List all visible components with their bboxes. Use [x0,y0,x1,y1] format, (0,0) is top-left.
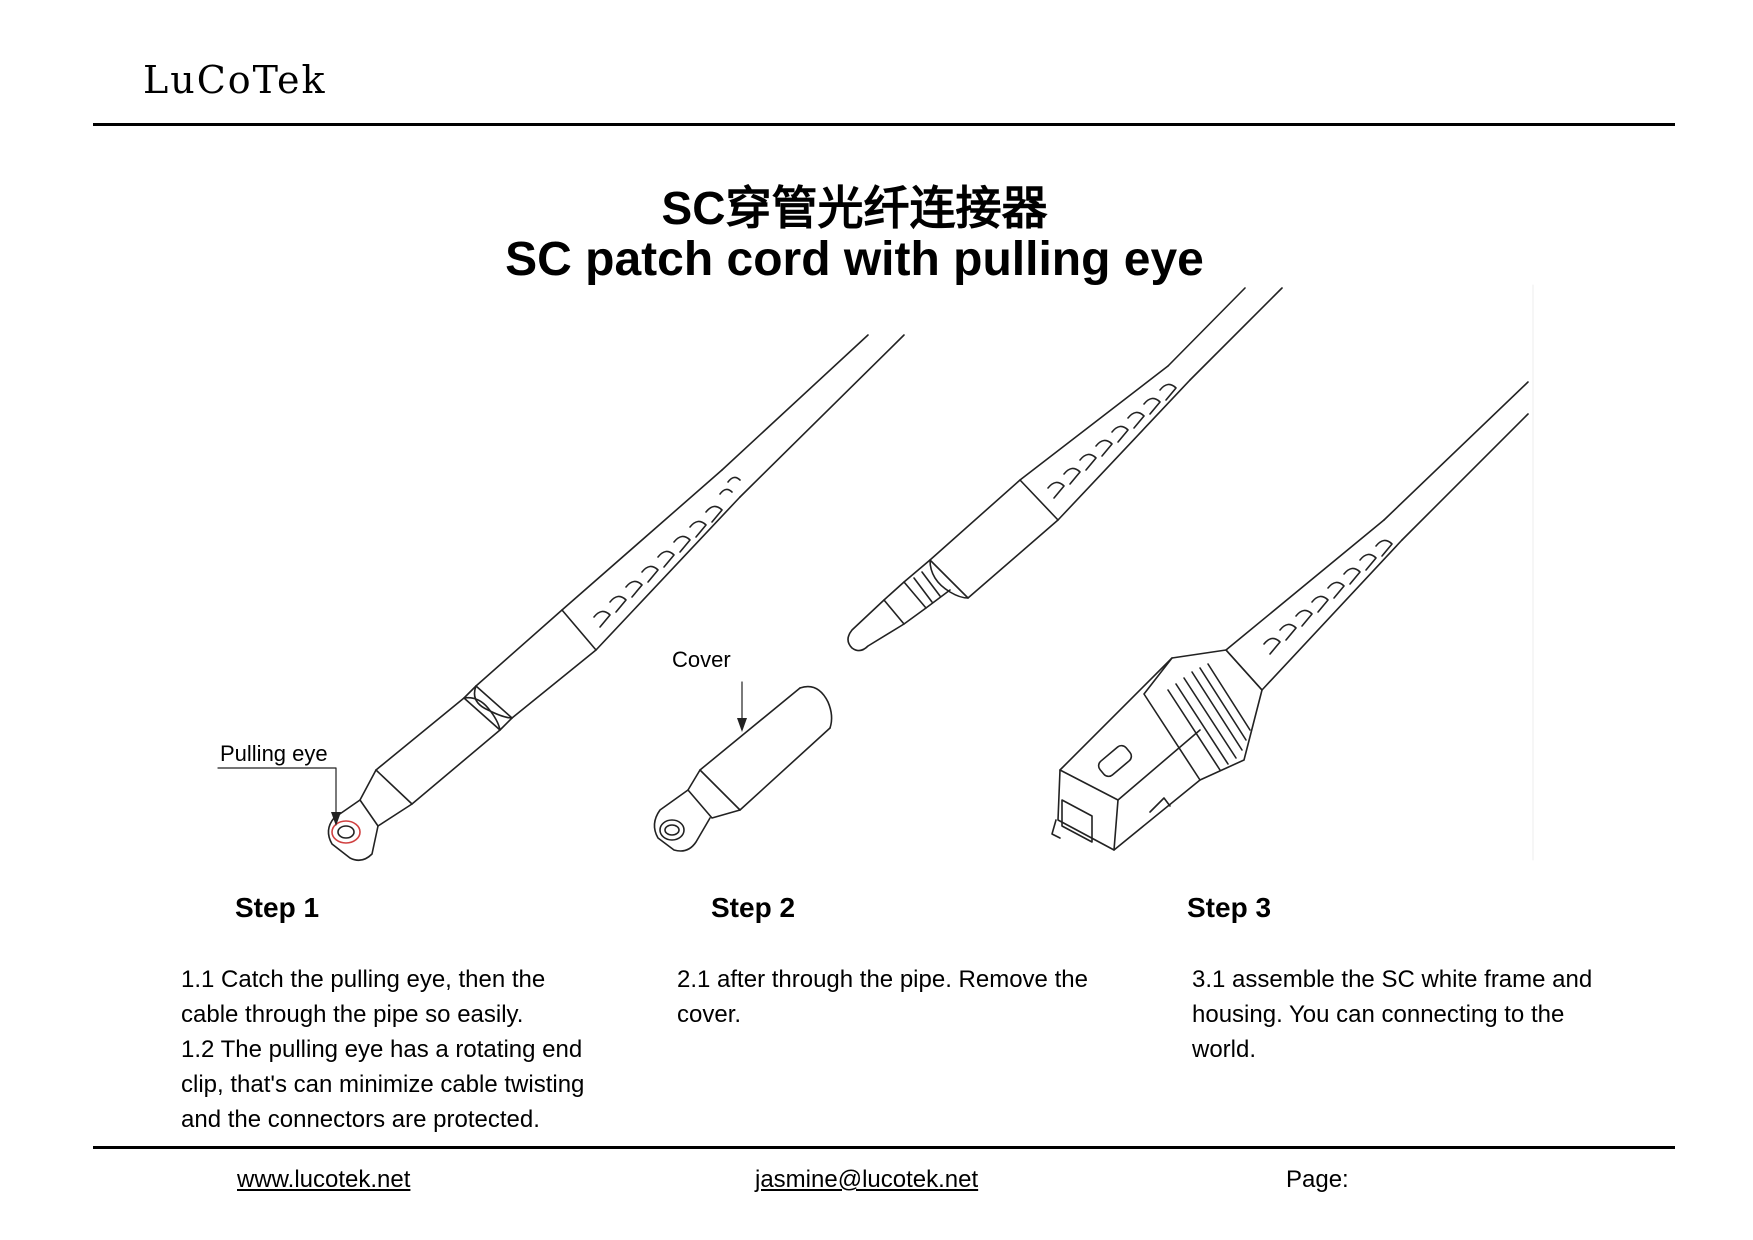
step1-description: 1.1 Catch the pulling eye, then the cabl… [181,962,651,1137]
step3-title: Step 3 [1187,892,1272,923]
step1-line: 1.2 The pulling eye has a rotating end [181,1036,583,1063]
step3-description: 3.1 assemble the SC white frame and hous… [1192,962,1662,1067]
step2-connector-illustration [847,287,1283,652]
footer-divider [93,1146,1675,1149]
step1-title: Step 1 [235,892,320,923]
logo-text: LuCoTek [143,58,327,102]
step3-boot-ribs [1263,539,1393,655]
pulling-eye-callout: Pulling eye [220,741,328,766]
step2-line: cover. [677,1001,742,1028]
step1-line: 1.1 Catch the pulling eye, then the [181,966,546,993]
pulling-eye-leader [217,767,337,823]
step2-title: Step 2 [711,892,796,923]
company-logo: LuCoTek [143,58,327,102]
step3-line: 3.1 assemble the SC white frame and [1192,966,1593,993]
step1-boot-ribs [593,476,741,628]
email-link[interactable]: jasmine@lucotek.net [755,1166,979,1193]
page-label: Page: [1286,1166,1349,1193]
step3-illustration [1051,381,1529,851]
step2-line: 2.1 after through the pipe. Remove the [677,966,1088,993]
cover-callout: Cover [672,647,731,672]
website-link[interactable]: www.lucotek.net [237,1166,411,1193]
step1-line: cable through the pipe so easily. [181,1001,524,1028]
page-title-english: SC patch cord with pulling eye [505,233,1204,286]
step2-description: 2.1 after through the pipe. Remove the c… [677,962,1147,1032]
step3-line: housing. You can connecting to the [1192,1001,1565,1028]
step2-boot-ribs [1047,383,1177,499]
step3-grip-ridges [1167,663,1251,771]
step1-line: and the connectors are protected. [181,1106,540,1133]
step1-line: clip, that's can minimize cable twisting [181,1071,585,1098]
step1-illustration [327,334,905,862]
step2-cover-illustration [653,685,833,852]
header-divider [93,123,1675,126]
page-title-chinese: SC穿管光纤连接器 [661,182,1048,234]
step3-line: world. [1192,1036,1257,1063]
